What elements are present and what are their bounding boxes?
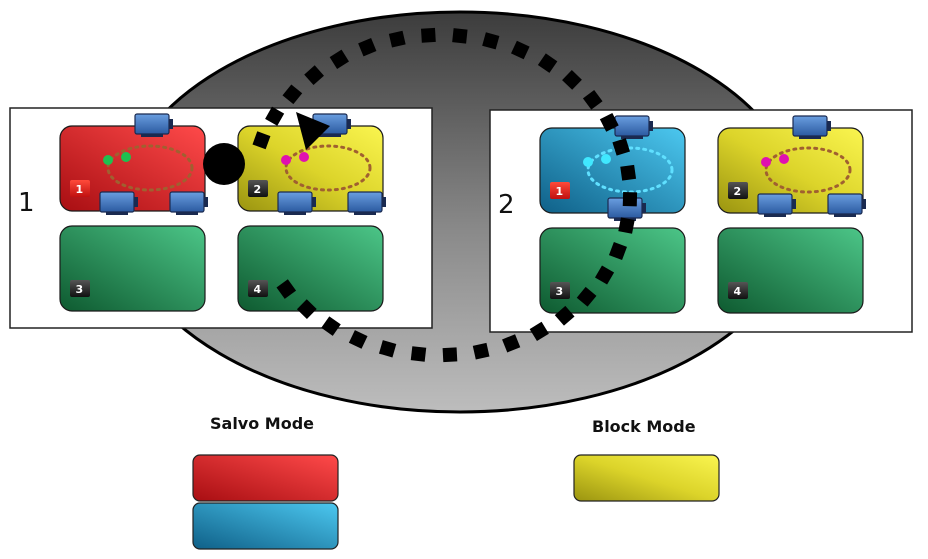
- path-dash: [420, 27, 436, 43]
- camera-icon: [792, 115, 831, 139]
- path-dash: [622, 192, 638, 207]
- rotation-path: [252, 27, 638, 363]
- arrow-head-icon: [296, 112, 330, 150]
- path-dash: [358, 38, 377, 57]
- path-dash: [296, 299, 317, 320]
- legend-block-title: Block Mode: [592, 417, 696, 436]
- camera-icon: [169, 191, 208, 215]
- panel-label: 2: [498, 190, 515, 220]
- block-badge: [728, 182, 748, 199]
- block-2: 2: [717, 115, 866, 217]
- block-badge: [248, 280, 268, 297]
- path-dash: [252, 131, 271, 150]
- legend-salvo-title: Salvo Mode: [210, 414, 315, 433]
- path-dash: [276, 279, 297, 299]
- legend-block-swatch-yellow: [573, 454, 720, 502]
- block-body: [717, 227, 864, 314]
- block-number: 2: [734, 185, 742, 198]
- marker-dot: [779, 154, 789, 164]
- block-number: 1: [556, 185, 564, 198]
- legend-salvo-swatch-blue: [192, 502, 339, 550]
- camera-icon: [347, 191, 386, 215]
- block-1: 1: [59, 113, 208, 215]
- marker-dot: [121, 152, 131, 162]
- block-badge: [248, 180, 268, 197]
- block-badge: [550, 182, 570, 199]
- path-dash: [472, 342, 490, 360]
- block-4: 4: [717, 227, 864, 314]
- path-dash: [582, 90, 603, 110]
- block-number: 4: [254, 283, 262, 296]
- legend-salvo-swatch-red: [192, 454, 339, 502]
- block-number: 4: [734, 285, 742, 298]
- camera-icon: [99, 191, 138, 215]
- marker-dot: [601, 154, 611, 164]
- path-dash: [612, 138, 630, 156]
- legend: [192, 454, 720, 550]
- panel-2: 2 1 2 3 4: [489, 109, 913, 333]
- panel-label: 1: [18, 188, 35, 218]
- path-dash: [594, 265, 615, 285]
- marker-dot: [103, 155, 113, 165]
- loop-path: [586, 146, 674, 194]
- path-dash: [348, 330, 368, 349]
- path-dash: [618, 217, 635, 234]
- path-dash: [529, 321, 549, 342]
- camera-icon: [757, 193, 796, 217]
- path-dash: [599, 112, 619, 132]
- block-body: [237, 225, 384, 312]
- path-dash: [554, 305, 575, 326]
- block-number: 3: [76, 283, 84, 296]
- path-dash: [608, 242, 627, 261]
- block-3: 3: [59, 225, 206, 312]
- path-dash: [329, 49, 349, 69]
- camera-icon: [614, 115, 653, 139]
- path-dash: [265, 106, 285, 126]
- path-dash: [562, 70, 582, 90]
- path-dash: [452, 28, 468, 44]
- block-2: 2: [237, 113, 386, 215]
- block-badge: [728, 282, 748, 299]
- block-badge: [70, 280, 90, 297]
- path-dash: [502, 334, 521, 353]
- path-dash: [482, 32, 500, 50]
- marker-dot: [583, 157, 593, 167]
- block-badge: [550, 282, 570, 299]
- block-number: 2: [254, 183, 262, 196]
- marker-dot: [281, 155, 291, 165]
- block-number: 3: [556, 285, 564, 298]
- block-1: 1: [539, 115, 686, 221]
- path-dash: [576, 286, 597, 307]
- block-3: 3: [539, 227, 686, 314]
- block-4: 4: [237, 225, 384, 312]
- path-dash: [304, 65, 324, 86]
- block-number: 1: [76, 183, 84, 196]
- ball-icon: [203, 143, 245, 185]
- path-dash: [510, 40, 530, 60]
- path-dash: [282, 84, 303, 105]
- path-dash: [321, 316, 341, 336]
- path-dash: [388, 30, 406, 48]
- block-body: [59, 225, 206, 312]
- block-body: [539, 227, 686, 314]
- marker-dot: [299, 152, 309, 162]
- loop-path: [284, 144, 372, 192]
- path-dash: [442, 347, 458, 363]
- path-dash: [378, 340, 397, 358]
- block-badge: [70, 180, 90, 197]
- loop-path: [106, 144, 194, 192]
- path-dash: [537, 53, 558, 73]
- camera-icon: [277, 191, 316, 215]
- path-dash: [620, 164, 637, 181]
- panel-1: 1 1 2 3 4: [9, 107, 433, 329]
- camera-icon: [134, 113, 173, 137]
- marker-dot: [761, 157, 771, 167]
- path-dash: [410, 346, 427, 362]
- loop-path: [764, 146, 852, 194]
- camera-icon: [827, 193, 866, 217]
